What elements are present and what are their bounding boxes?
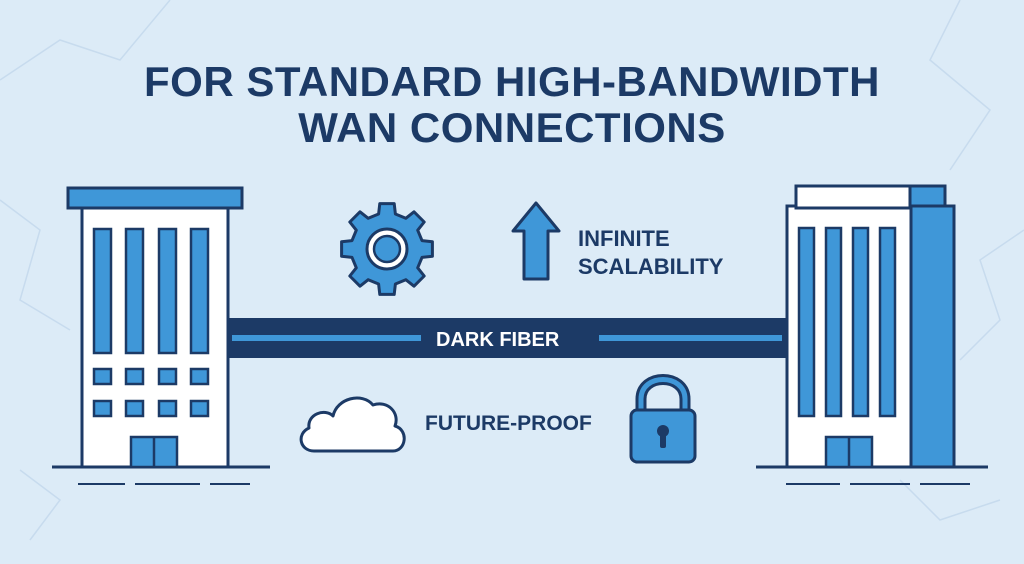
future-proof-label: FUTURE-PROOF (425, 412, 592, 435)
background-decoration (0, 0, 1024, 541)
right-building-icon (756, 184, 988, 485)
gear-center (372, 234, 402, 264)
title-line-2: WAN CONNECTIONS (298, 104, 726, 151)
arrow-up-icon (511, 201, 561, 281)
title-line-1: FOR STANDARD HIGH-BANDWIDTH (144, 58, 880, 105)
scalability-label-line-2: SCALABILITY (578, 254, 724, 279)
dark-fiber-link (228, 318, 787, 358)
scalability-label-line-1: INFINITE (578, 226, 670, 251)
padlock-icon (629, 374, 697, 464)
cloud-icon (299, 396, 406, 453)
gear-icon (340, 202, 434, 296)
dark-fiber-label: DARK FIBER (436, 329, 560, 351)
